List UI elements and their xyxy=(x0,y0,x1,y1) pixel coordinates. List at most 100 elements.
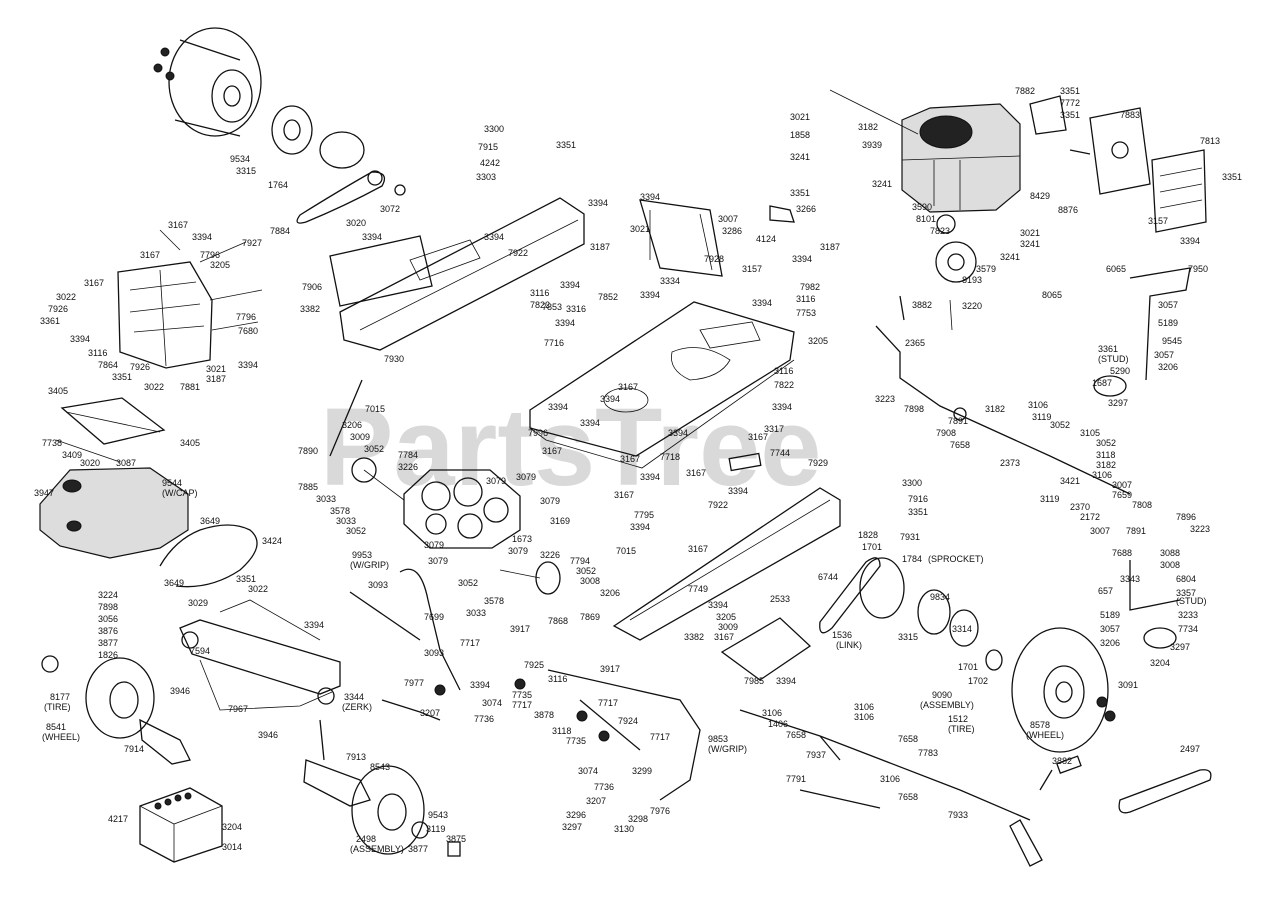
part-callout: 9090 xyxy=(932,690,952,700)
part-callout: 3394 xyxy=(304,620,324,630)
part-callout: 3394 xyxy=(728,486,748,496)
part-callout: 3167 xyxy=(714,632,734,642)
part-callout: 3021 xyxy=(630,224,650,234)
part-callout: 3204 xyxy=(1150,658,1170,668)
part-callout: 3590 xyxy=(912,202,932,212)
part-callout: 6744 xyxy=(818,572,838,582)
part-callout: 3317 xyxy=(764,424,784,434)
part-callout: 7931 xyxy=(900,532,920,542)
part-callout: 3009 xyxy=(350,432,370,442)
part-callout: 3382 xyxy=(684,632,704,642)
part-callout: 7718 xyxy=(660,452,680,462)
part-callout: 7915 xyxy=(478,142,498,152)
part-callout: 7852 xyxy=(598,292,618,302)
part-callout: 3052 xyxy=(576,566,596,576)
throttle-cable xyxy=(547,669,701,801)
part-callout: 7772 xyxy=(1060,98,1080,108)
part-callout: 1701 xyxy=(958,662,978,672)
part-callout: 9834 xyxy=(930,592,950,602)
part-callout: 3116 xyxy=(774,366,793,376)
part-callout: 7658 xyxy=(898,792,918,802)
part-callout: 3300 xyxy=(902,478,922,488)
part-callout: 3394 xyxy=(70,334,90,344)
part-callout: 3877 xyxy=(408,844,428,854)
part-callout: 3052 xyxy=(364,444,384,454)
part-callout: (WHEEL) xyxy=(1026,730,1064,740)
part-callout: 3241 xyxy=(790,152,810,162)
rear-tire-left xyxy=(168,27,262,137)
part-callout: 8101 xyxy=(916,214,936,224)
part-callout: 3157 xyxy=(1148,216,1168,226)
part-callout: 7884 xyxy=(270,226,290,236)
part-callout: 3579 xyxy=(976,264,996,274)
part-callout: 7813 xyxy=(1200,136,1220,146)
part-callout: 3007 xyxy=(1090,526,1110,536)
part-callout: 3917 xyxy=(600,664,620,674)
part-callout: 3072 xyxy=(380,204,400,214)
part-callout: 7808 xyxy=(1132,500,1152,510)
part-callout: 3116 xyxy=(796,294,815,304)
part-callout: 3093 xyxy=(368,580,388,590)
part-callout: 7908 xyxy=(936,428,956,438)
part-callout: 3394 xyxy=(640,290,660,300)
spindle xyxy=(139,718,191,765)
engine-pulley xyxy=(935,241,977,283)
part-callout: 3119 xyxy=(426,824,445,834)
part-callout: 3079 xyxy=(486,476,506,486)
part-callout: 7853 xyxy=(542,302,562,312)
part-callout: 3008 xyxy=(580,576,600,586)
part-callout: 7795 xyxy=(634,510,654,520)
part-callout: 7658 xyxy=(786,730,806,740)
part-callout: (STUD) xyxy=(1176,596,1207,606)
part-callout: 7891 xyxy=(948,416,968,426)
part-callout: 3226 xyxy=(398,462,418,472)
brake-bracket xyxy=(1129,267,1191,381)
part-callout: 3106 xyxy=(1028,400,1048,410)
part-callout: 3022 xyxy=(56,292,76,302)
part-callout: 7985 xyxy=(744,676,764,686)
part-callout: 3205 xyxy=(210,260,230,270)
part-callout: 7680 xyxy=(238,326,258,336)
part-callout: 3008 xyxy=(1160,560,1180,570)
part-callout: 3578 xyxy=(330,506,350,516)
part-callout: 3344 xyxy=(344,692,364,702)
part-callout: 3056 xyxy=(98,614,118,624)
part-callout: 1702 xyxy=(968,676,988,686)
rear-tire-right xyxy=(1011,627,1109,753)
part-callout: 3394 xyxy=(792,254,812,264)
part-callout: 8065 xyxy=(1042,290,1062,300)
part-callouts: 3351777233517882788378133351315733943021… xyxy=(34,86,1242,854)
part-callout: 3021 xyxy=(206,364,226,374)
part-callout: 3297 xyxy=(1108,398,1128,408)
part-callout: 7717 xyxy=(598,698,618,708)
part-callout: 7699 xyxy=(424,612,444,622)
part-callout: 3093 xyxy=(424,648,444,658)
part-callout: 3315 xyxy=(898,632,918,642)
part-callout: 3226 xyxy=(540,550,560,560)
part-callout: 6804 xyxy=(1176,574,1196,584)
part-callout: 3300 xyxy=(484,124,504,134)
part-callout: 3167 xyxy=(542,446,562,456)
part-callout: 3033 xyxy=(336,516,356,526)
front-axle xyxy=(179,619,341,695)
part-callout: 7898 xyxy=(98,602,118,612)
part-callout: 1673 xyxy=(512,534,532,544)
drive-chain xyxy=(296,171,386,224)
part-callout: 7976 xyxy=(650,806,670,816)
part-callout: 3394 xyxy=(588,198,608,208)
part-callout: 3052 xyxy=(346,526,366,536)
part-callout: 3167 xyxy=(748,432,768,442)
part-callout: 3394 xyxy=(238,360,258,370)
part-callout: 3224 xyxy=(98,590,118,600)
part-callout: (ASSEMBLY) xyxy=(350,844,404,854)
part-callout: 3298 xyxy=(628,814,648,824)
part-callout: 7796 xyxy=(200,250,220,260)
part-callout: 1858 xyxy=(790,130,810,140)
part-callout: 7885 xyxy=(298,482,318,492)
battery-tray xyxy=(60,397,166,445)
part-callout: 1701 xyxy=(862,542,882,552)
part-callout: 7015 xyxy=(365,404,385,414)
part-callout: 3057 xyxy=(1158,300,1178,310)
part-callout: 7823 xyxy=(930,226,950,236)
part-callout: 9543 xyxy=(428,810,448,820)
